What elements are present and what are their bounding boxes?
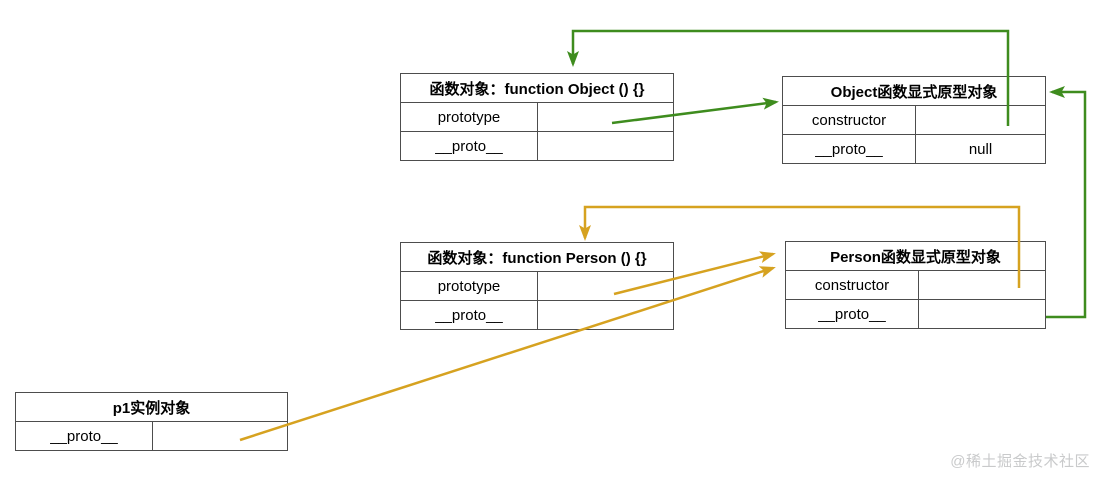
- table-p1-instance: p1实例对象 __proto__: [15, 392, 288, 451]
- row-constructor-value: [919, 271, 1045, 299]
- table-person-function: 函数对象：function Person () {} prototype __p…: [400, 242, 674, 330]
- table-person-prototype-object: Person函数显式原型对象 constructor __proto__: [785, 241, 1046, 329]
- table-object-function-title: 函数对象：function Object () {}: [401, 74, 673, 103]
- arrow-person-protoobj-proto-to-object-proto-obj: [1046, 86, 1087, 319]
- row-proto-value: null: [968, 140, 993, 158]
- table-person-function-title: 函数对象：function Person () {}: [401, 243, 673, 272]
- table-row: prototype: [401, 103, 673, 131]
- row-proto-label: __proto__: [401, 132, 538, 160]
- table-object-prototype-object: Object函数显式原型对象 constructor __proto__ nul…: [782, 76, 1046, 164]
- row-constructor-label: constructor: [783, 106, 916, 134]
- row-prototype-value: [538, 272, 673, 300]
- table-row: constructor: [783, 106, 1045, 134]
- row-constructor-label: constructor: [786, 271, 919, 299]
- table-object-prototype-object-title: Object函数显式原型对象: [783, 77, 1045, 106]
- row-proto-value: [538, 301, 673, 329]
- row-proto-label: __proto__: [786, 300, 919, 328]
- table-row: __proto__ null: [783, 134, 1045, 163]
- table-row: constructor: [786, 271, 1045, 299]
- table-p1-instance-title: p1实例对象: [16, 393, 287, 422]
- row-proto-value: [153, 422, 287, 450]
- row-proto-label: __proto__: [16, 422, 153, 450]
- table-row: __proto__: [401, 131, 673, 160]
- row-constructor-value: [916, 106, 1045, 134]
- table-row: __proto__: [16, 422, 287, 450]
- table-row: __proto__: [786, 299, 1045, 328]
- row-prototype-label: prototype: [401, 272, 538, 300]
- table-object-function: 函数对象：function Object () {} prototype __p…: [400, 73, 674, 161]
- table-row: __proto__: [401, 300, 673, 329]
- row-prototype-label: prototype: [401, 103, 538, 131]
- row-proto-label: __proto__: [401, 301, 538, 329]
- table-row: prototype: [401, 272, 673, 300]
- row-proto-label: __proto__: [783, 135, 916, 163]
- watermark: @稀土掘金技术社区: [950, 453, 1090, 470]
- row-proto-value: [919, 300, 1045, 328]
- table-person-prototype-object-title: Person函数显式原型对象: [786, 242, 1045, 271]
- row-prototype-value: [538, 103, 673, 131]
- row-proto-value: [538, 132, 673, 160]
